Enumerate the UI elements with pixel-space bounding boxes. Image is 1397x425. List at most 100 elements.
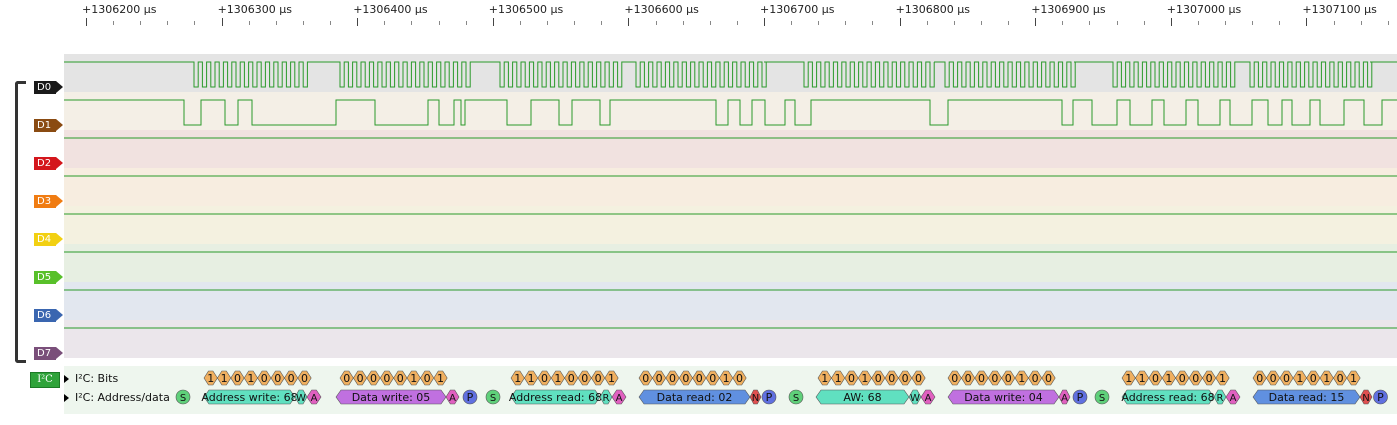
decoded-ack-label: A — [616, 393, 623, 404]
bit-value: 0 — [424, 372, 431, 385]
channel-group-bracket[interactable] — [15, 81, 26, 363]
decoded-start[interactable] — [175, 389, 191, 405]
ruler-tick-label: +1306900 µs — [1031, 3, 1106, 16]
bit-value: 1 — [1296, 372, 1303, 385]
bit-cell[interactable] — [911, 370, 926, 386]
bit-value: 0 — [642, 372, 649, 385]
channel-lane — [64, 320, 1397, 358]
decoded-data-label: Data write: 05 — [352, 391, 431, 404]
decoded-start[interactable] — [1094, 389, 1110, 405]
bit-cell[interactable] — [433, 370, 448, 386]
ruler-minor-tick — [1252, 21, 1254, 25]
decoded-ack[interactable] — [1058, 389, 1071, 405]
decoded-ack[interactable] — [920, 389, 936, 405]
decoded-read-label: Data read: 15 — [1269, 391, 1345, 404]
bit-value: 0 — [1179, 372, 1186, 385]
waveform-d0 — [64, 61, 1397, 88]
bit-value: 1 — [1350, 372, 1357, 385]
decoded-stop[interactable] — [1373, 389, 1388, 405]
channel-label-d6[interactable]: D6 — [34, 309, 63, 322]
bit-value: 0 — [581, 372, 588, 385]
bit-value: 0 — [965, 372, 972, 385]
decoded-rw-label: R — [1217, 393, 1224, 404]
channel-label-d4[interactable]: D4 — [34, 233, 63, 246]
bit-cell[interactable] — [1041, 370, 1056, 386]
ruler-minor-tick — [601, 21, 603, 25]
ruler-minor-tick — [167, 21, 169, 25]
decoded-stop-label: P — [1077, 391, 1084, 404]
bit-value: 0 — [274, 372, 281, 385]
decoder-row-addrdata[interactable]: I²C: Address/data — [64, 391, 170, 404]
channel-lane — [64, 130, 1397, 168]
bit-value: 0 — [1310, 372, 1317, 385]
channel-label-d5[interactable]: D5 — [34, 271, 63, 284]
channel-label-d7[interactable]: D7 — [34, 347, 63, 360]
ruler-minor-tick — [547, 21, 549, 25]
ruler-minor-tick — [926, 21, 928, 25]
decoder-row-label: I²C: Bits — [75, 372, 119, 385]
decoded-stop[interactable] — [1072, 389, 1088, 405]
decoded-nack[interactable] — [1359, 389, 1373, 405]
decoded-stop-label: P — [1377, 391, 1384, 404]
decoded-start-label: S — [490, 393, 496, 404]
bit-value: 1 — [608, 372, 615, 385]
bit-value: 0 — [541, 372, 548, 385]
bit-value: 0 — [1283, 372, 1290, 385]
bit-value: 0 — [1206, 372, 1213, 385]
channel-label-d0[interactable]: D0 — [34, 81, 63, 94]
ruler-minor-tick — [1143, 21, 1145, 25]
decoded-stop[interactable] — [462, 389, 478, 405]
ruler-minor-tick — [465, 21, 467, 25]
i2c-decoder-badge[interactable]: I²C — [30, 372, 60, 388]
decoded-ack-label: A — [1230, 393, 1237, 404]
expand-arrow-icon[interactable] — [64, 375, 69, 383]
bit-value: 1 — [247, 372, 254, 385]
ruler-minor-tick — [709, 21, 711, 25]
decoded-ack[interactable] — [1225, 389, 1241, 405]
trace-area[interactable] — [64, 54, 1397, 358]
bit-value: 0 — [397, 372, 404, 385]
decoded-start[interactable] — [788, 389, 804, 405]
ruler-major-tick — [1306, 18, 1308, 26]
channel-gutter — [0, 0, 64, 425]
decoded-rw-label: W — [296, 393, 306, 404]
decoded-nack[interactable] — [749, 389, 762, 405]
ruler-tick-label: +1306200 µs — [82, 3, 157, 16]
bit-value: 0 — [595, 372, 602, 385]
bit-value: 0 — [902, 372, 909, 385]
decoded-ack[interactable] — [445, 389, 460, 405]
ruler-minor-tick — [519, 21, 521, 25]
bit-cell[interactable] — [604, 370, 619, 386]
ruler-minor-tick — [140, 21, 142, 25]
decoder-row-bits[interactable]: I²C: Bits — [64, 372, 118, 385]
decoded-addr-label: AW: 68 — [843, 391, 881, 404]
channel-label-d1[interactable]: D1 — [34, 119, 63, 132]
expand-arrow-icon[interactable] — [64, 394, 69, 402]
bit-cell[interactable] — [1346, 370, 1361, 386]
bit-cell[interactable] — [1215, 370, 1230, 386]
ruler-major-tick — [899, 18, 901, 26]
bit-value: 0 — [875, 372, 882, 385]
channel-label-d3[interactable]: D3 — [34, 195, 63, 208]
bit-cell[interactable] — [732, 370, 747, 386]
ruler-minor-tick — [1360, 21, 1362, 25]
decoded-addr-label: Address read: 68 — [1121, 391, 1214, 404]
time-ruler[interactable]: +1306200 µs+1306300 µs+1306400 µs+130650… — [64, 0, 1397, 30]
ruler-tick-label: +1306800 µs — [895, 3, 971, 16]
bit-cell[interactable] — [297, 370, 312, 386]
decoded-stop[interactable] — [761, 389, 777, 405]
channel-label-d2[interactable]: D2 — [34, 157, 63, 170]
decoded-rw-label: R — [603, 393, 610, 404]
bit-value: 0 — [888, 372, 895, 385]
ruler-minor-tick — [655, 21, 657, 25]
ruler-minor-tick — [302, 21, 304, 25]
bit-value: 1 — [835, 372, 842, 385]
decoded-start[interactable] — [485, 389, 501, 405]
ruler-tick-label: +1306600 µs — [624, 3, 699, 16]
decoded-ack-label: A — [1061, 393, 1068, 404]
decoded-ack[interactable] — [611, 389, 627, 405]
decoded-ack[interactable] — [306, 389, 322, 405]
bit-value: 0 — [301, 372, 308, 385]
ruler-minor-tick — [953, 21, 955, 25]
